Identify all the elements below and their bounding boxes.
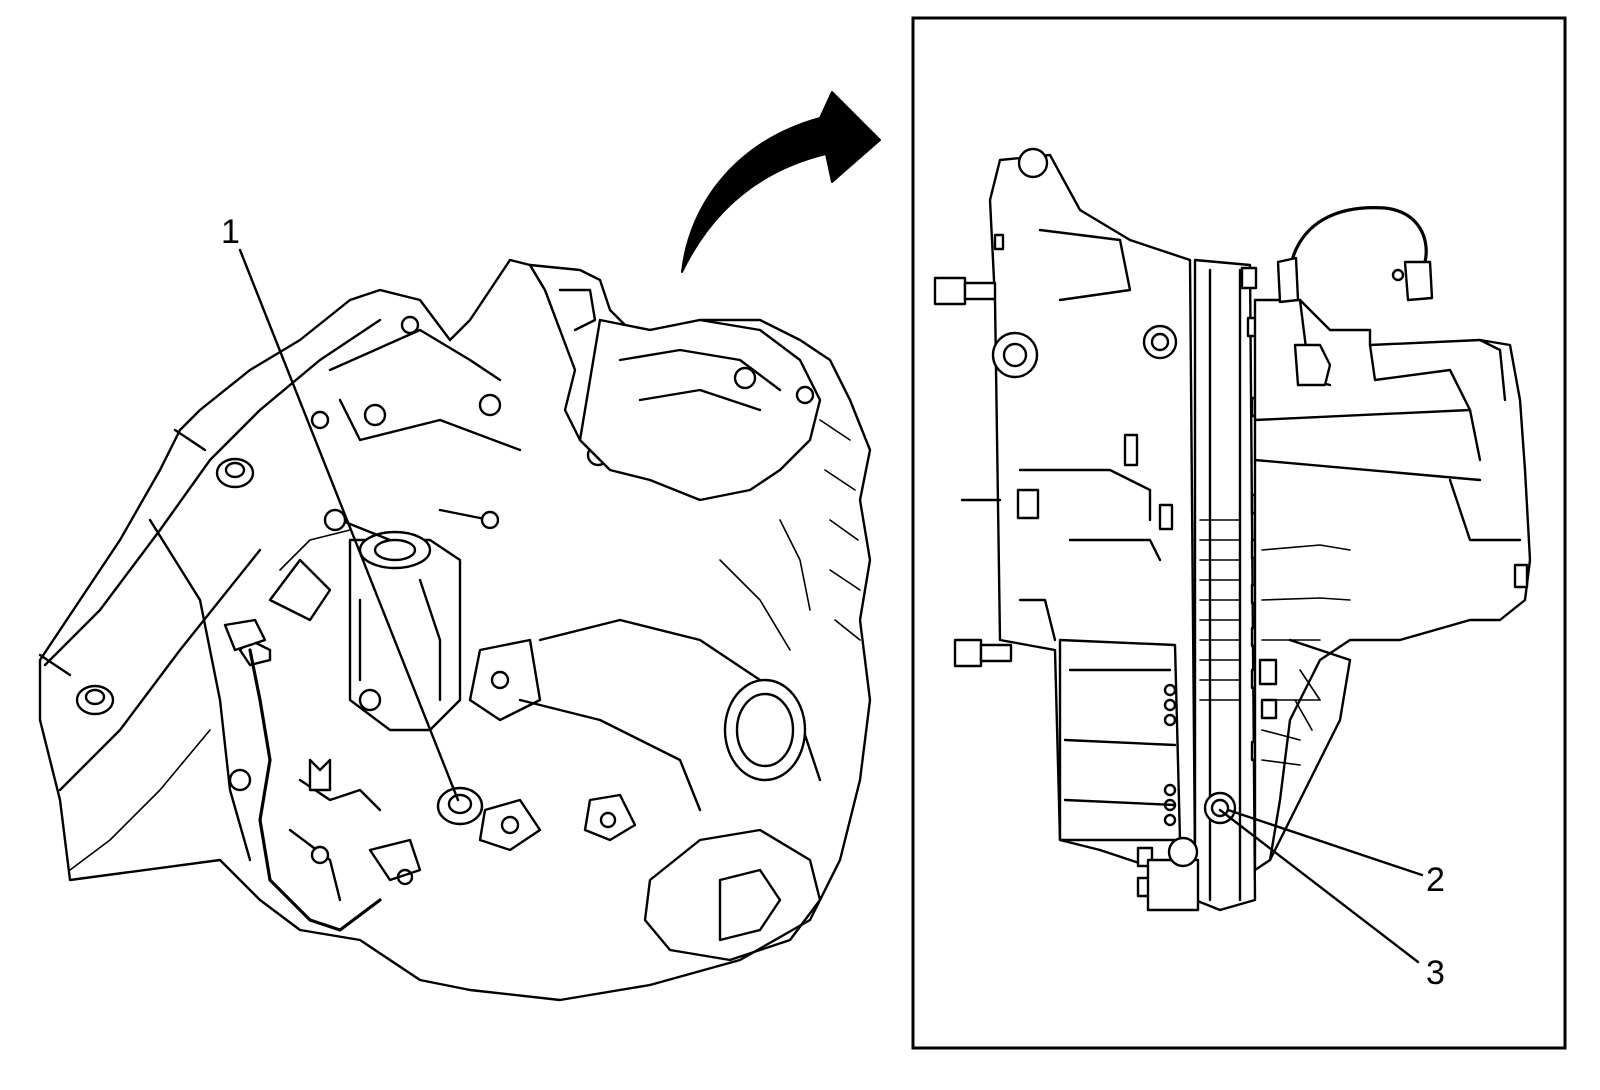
- callout-1: 1: [221, 213, 460, 802]
- curved-arrow-icon: [681, 91, 881, 273]
- callout-1-label: 1: [221, 213, 240, 251]
- callout-3: 3: [1218, 808, 1445, 992]
- callout-2: 2: [1226, 808, 1445, 899]
- transaxle-left-view: [38, 258, 872, 1002]
- bolt-icon: [215, 457, 255, 489]
- bolt-icon: [933, 276, 997, 306]
- rib-stack: [1199, 519, 1241, 701]
- callout-3-label: 3: [1426, 954, 1445, 992]
- bolt-icon: [75, 684, 115, 716]
- bolt-icon: [953, 638, 1013, 668]
- drain-plug: [436, 786, 484, 826]
- callout-2-label: 2: [1426, 861, 1445, 899]
- transaxle-side-view: [933, 147, 1532, 912]
